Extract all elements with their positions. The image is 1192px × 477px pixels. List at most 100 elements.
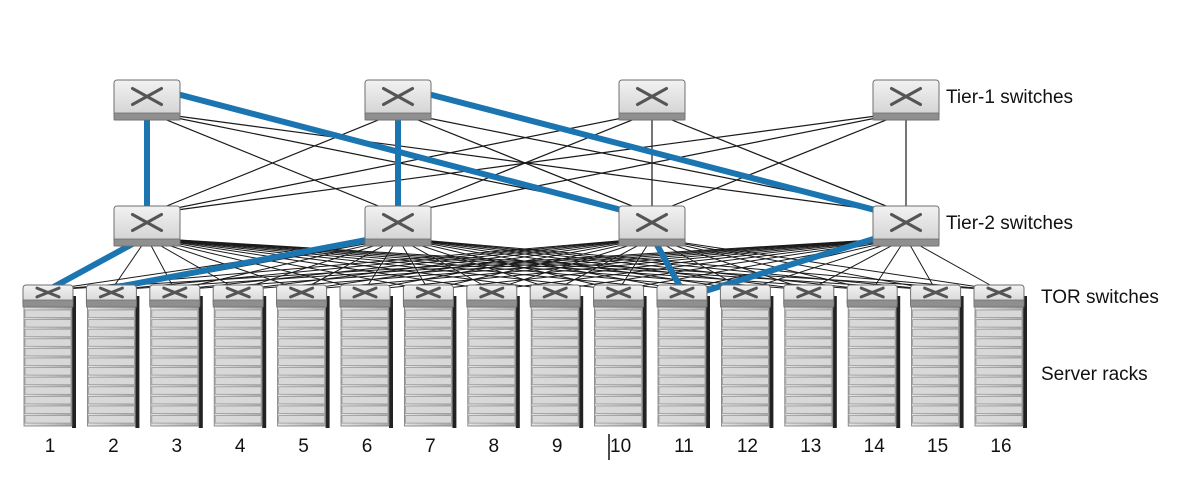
server-rack-2	[87, 296, 140, 428]
switch-arrows-icon	[889, 213, 923, 232]
server-rack-11	[657, 296, 710, 428]
server-rack-15	[911, 296, 964, 428]
server-rack-12	[721, 296, 774, 428]
rack-number-1: 1	[45, 436, 56, 457]
server-rack-16	[974, 296, 1027, 428]
rack-number-7: 7	[425, 436, 436, 457]
rack-number-16: 16	[990, 436, 1011, 457]
t2-2-to-tor-3-link	[174, 237, 399, 291]
t2-1-to-tor-2-link	[110, 237, 148, 291]
switch-arrows-icon	[606, 286, 632, 299]
server-rack-14	[847, 296, 901, 428]
server-rack-1	[23, 296, 76, 428]
switch-arrows-icon	[542, 286, 568, 299]
rack-number-10: 10	[610, 436, 631, 457]
t2-4-to-tor-16-link	[905, 237, 1000, 291]
server-rack-7	[403, 296, 457, 428]
switch-arrows-icon	[796, 286, 822, 299]
rack-number-5: 5	[298, 436, 309, 457]
tier2-switch-2	[364, 205, 432, 247]
tor-switch-6	[339, 284, 391, 308]
rack-number-3: 3	[172, 436, 183, 457]
switch-arrows-icon	[635, 87, 669, 106]
tier1-switch-3	[618, 79, 686, 121]
t2-4-to-tor-3-link	[174, 237, 907, 291]
tor-switch-13	[783, 284, 835, 308]
t2-4-to-tor-14-link	[871, 237, 907, 291]
tier1-switch-2	[364, 79, 432, 121]
rack-number-15: 15	[927, 436, 948, 457]
t2-4-to-tor-13-link	[808, 237, 907, 291]
switch-arrows-icon	[225, 286, 251, 299]
t2-4-to-tor-2-link	[111, 237, 907, 291]
switch-arrows-icon	[732, 286, 758, 299]
t2-4-to-tor-4-link	[238, 237, 907, 291]
server-rack-10	[594, 296, 647, 428]
switch-arrows-icon	[889, 87, 923, 106]
tor-switch-8	[466, 284, 518, 308]
t2-4-to-tor-6-link	[364, 237, 907, 291]
switch-arrows-icon	[415, 286, 441, 299]
tier1-label: Tier-1 switches	[946, 87, 1073, 108]
t1-4-to-t2-1-link	[146, 111, 907, 215]
highlighted-path-segment-3	[174, 91, 655, 221]
rack-number-4: 4	[235, 436, 246, 457]
switch-arrows-icon	[381, 213, 415, 232]
t2-4-to-tor-15-link	[905, 237, 937, 291]
tor-switch-7	[402, 284, 454, 308]
tor-switch-9	[529, 284, 581, 308]
t1-4-to-t2-3-link	[651, 111, 907, 215]
switch-arrows-icon	[98, 286, 124, 299]
server-racks	[23, 296, 1027, 428]
tier2-switch-4	[872, 205, 940, 247]
tor-switch-5	[276, 284, 328, 308]
t1-2-to-t2-1-link	[146, 111, 399, 215]
switch-arrows-icon	[381, 87, 415, 106]
rack-number-6: 6	[362, 436, 373, 457]
server-rack-9	[530, 296, 584, 428]
server-rack-6	[340, 296, 393, 428]
tier1-switch-1	[113, 79, 181, 121]
t2-4-to-tor-12-link	[745, 237, 907, 291]
rack-number-12: 12	[737, 436, 758, 457]
rack-number-9: 9	[552, 436, 563, 457]
tor-switch-12	[719, 284, 771, 308]
tor-switch-16	[973, 284, 1025, 308]
switch-arrows-icon	[635, 213, 669, 232]
switch-arrows-icon	[923, 286, 949, 299]
switch-arrows-icon	[669, 286, 695, 299]
switch-arrows-icon	[130, 213, 164, 232]
switch-arrows-icon	[289, 286, 315, 299]
rack-number-8: 8	[489, 436, 500, 457]
switch-arrows-icon	[986, 286, 1012, 299]
tor-switch-15	[910, 284, 962, 308]
switch-arrows-icon	[162, 286, 188, 299]
highlighted-path-segment-7	[425, 91, 909, 221]
tier1-switch-4	[872, 79, 940, 121]
t2-3-to-tor-3-link	[174, 237, 653, 291]
t2-3-to-tor-4-link	[238, 237, 653, 291]
t1-4-to-t2-2-link	[397, 111, 907, 215]
switch-arrows-icon	[859, 286, 885, 299]
server-rack-3	[150, 296, 203, 428]
switch-arrows-icon	[352, 286, 378, 299]
tier2-switch-1	[113, 205, 181, 247]
t2-4-to-tor-5-link	[301, 237, 907, 291]
server-racks-label: Server racks	[1041, 364, 1148, 385]
tor-switch-3	[149, 284, 201, 308]
switch-arrows-icon	[35, 286, 61, 299]
tor-switch-10	[593, 284, 645, 308]
tor-switch-4	[212, 284, 264, 308]
tier2-label: Tier-2 switches	[946, 213, 1073, 234]
tor-switch-1	[22, 284, 74, 308]
rack-number-11: 11	[674, 436, 694, 457]
switches	[22, 79, 1025, 308]
switch-arrows-icon	[479, 286, 505, 299]
tor-switch-14	[846, 284, 898, 308]
rack-number-14: 14	[864, 436, 886, 457]
highlighted-path-segment-8	[699, 229, 899, 295]
server-rack-8	[467, 296, 520, 428]
rack-number-13: 13	[800, 436, 821, 457]
